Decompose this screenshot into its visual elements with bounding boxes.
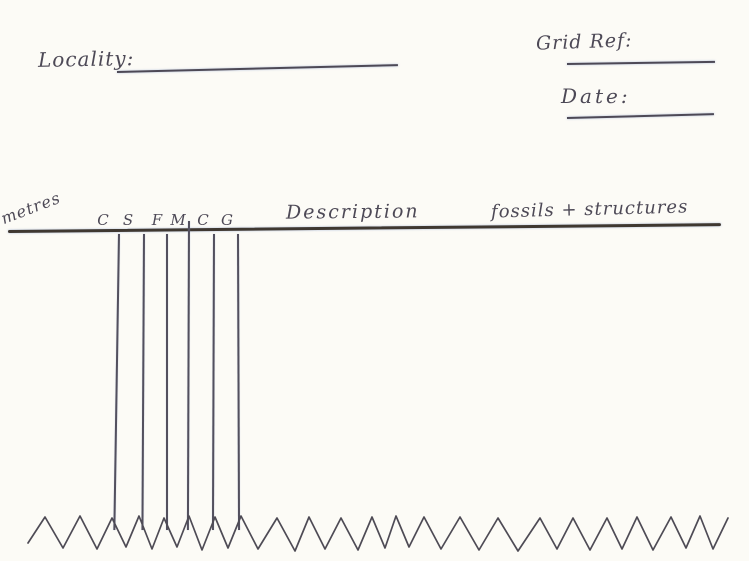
grain-column-rule [237, 233, 241, 531]
grain-size-label-gravel: G [221, 211, 233, 229]
grid-ref-label: Grid Ref: [535, 29, 633, 55]
log-header-rule [7, 223, 721, 233]
grain-column-rule [186, 220, 190, 531]
grain-size-label-clay: C [97, 211, 109, 229]
grid-ref-blank-line [566, 60, 715, 65]
grain-size-label-medium: M [170, 211, 186, 229]
grain-size-label-silt: S [122, 211, 134, 229]
date-blank-line [566, 113, 714, 119]
metres-axis-label: metres [0, 187, 64, 228]
grain-column-rule [141, 233, 145, 531]
grain-column-rule [113, 233, 120, 530]
grain-size-label-fine: F [151, 211, 163, 229]
grain-column-rule [166, 234, 168, 530]
locality-label: Locality: [37, 46, 135, 72]
locality-blank-line [116, 64, 398, 73]
grain-size-label-coarse: C [197, 211, 209, 229]
date-label: Date: [561, 84, 631, 108]
grain-column-rule [211, 233, 215, 531]
fossils-structures-column-label: fossils + structures [490, 196, 689, 223]
description-column-label: Description [285, 200, 420, 224]
